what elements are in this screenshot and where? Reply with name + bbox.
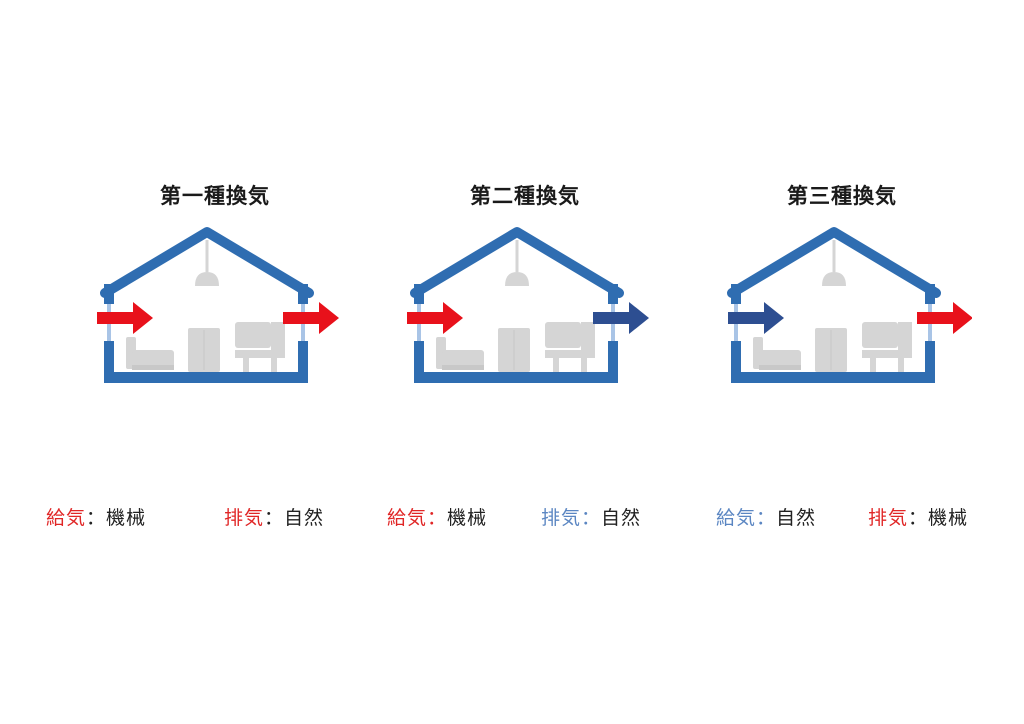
exhaust-arrow-icon [593, 302, 649, 334]
house-icon [731, 232, 936, 383]
separator: ： [908, 507, 929, 529]
panel-type2: 第二種換気 [395, 170, 655, 400]
supply-value: 自然 [776, 507, 817, 529]
house-diagram [97, 220, 339, 390]
separator: ： [86, 507, 107, 529]
panel-title: 第三種換気 [787, 184, 897, 208]
house-diagram [407, 220, 649, 390]
separator: ： [427, 507, 448, 529]
supply-arrow-icon [97, 302, 153, 334]
exhaust-label: 排気 [541, 507, 582, 529]
panel-type1: 第一種換気 [85, 170, 345, 400]
supply-label: 給気 [46, 507, 87, 529]
panel-title: 第一種換気 [160, 184, 270, 208]
caption-type2-exhaust: 排気：自然 [541, 503, 641, 530]
exhaust-label: 排気 [868, 507, 909, 529]
exhaust-arrow-icon [283, 302, 339, 334]
caption-type2-supply: 給気：機械 [387, 503, 487, 530]
supply-label: 給気 [387, 507, 428, 529]
supply-value: 機械 [106, 507, 147, 529]
separator: ： [264, 507, 285, 529]
exhaust-value: 機械 [928, 507, 969, 529]
exhaust-value: 自然 [284, 507, 325, 529]
exhaust-value: 自然 [601, 507, 642, 529]
separator: ： [756, 507, 777, 529]
caption-type1-exhaust: 排気：自然 [224, 503, 324, 530]
supply-value: 機械 [447, 507, 488, 529]
supply-arrow-icon [407, 302, 463, 334]
panel-title: 第二種換気 [470, 184, 580, 208]
house-diagram [712, 220, 972, 390]
separator: ： [581, 507, 602, 529]
supply-label: 給気 [716, 507, 757, 529]
caption-type1-supply: 給気：機械 [46, 503, 146, 530]
exhaust-arrow-icon [917, 302, 972, 334]
caption-type3-supply: 給気：自然 [716, 503, 816, 530]
panel-type3: 第三種換気 [712, 170, 972, 400]
exhaust-label: 排気 [224, 507, 265, 529]
caption-type3-exhaust: 排気：機械 [868, 503, 968, 530]
